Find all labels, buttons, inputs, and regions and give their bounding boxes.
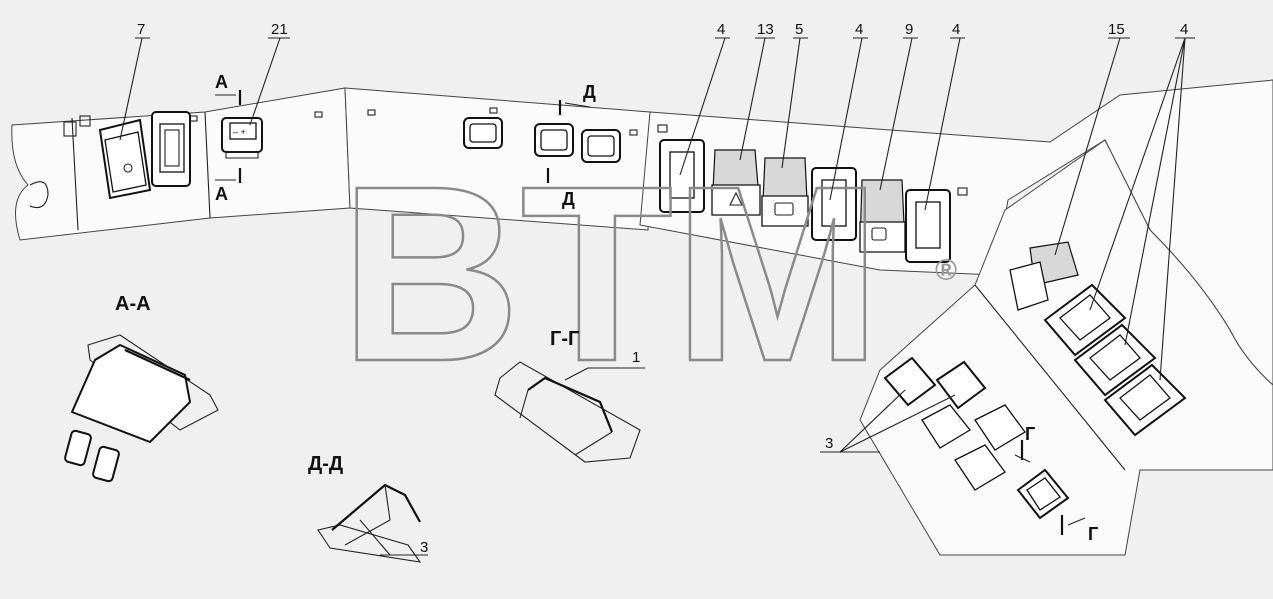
- square-switch-left: [151, 111, 191, 187]
- section-gg-detail: [494, 361, 641, 463]
- callout-9: 9: [905, 21, 913, 38]
- svg-text:– +: – +: [233, 127, 246, 137]
- section-marker-d-top: Д: [583, 82, 596, 102]
- callout-4-b: 4: [855, 21, 863, 38]
- middle-panel: [344, 87, 651, 231]
- section-marker-d-bottom: Д: [562, 189, 575, 209]
- console-buttons: [883, 356, 1070, 520]
- btm-watermark: BTM ®: [339, 133, 957, 415]
- console-switch-4-a: [1043, 283, 1127, 357]
- callout-4-a: 4: [717, 21, 725, 38]
- console-switch-4-b: [1073, 323, 1157, 397]
- watermark-text: BTM: [340, 134, 882, 413]
- section-title-aa: А-А: [115, 293, 151, 315]
- section-marker-lines: [215, 90, 1086, 535]
- switch-4-first: [659, 139, 705, 213]
- switch-9: [859, 179, 906, 253]
- rocker-switch-7: [98, 118, 152, 200]
- callout-5: 5: [795, 21, 803, 38]
- section-marker-a-top: А: [215, 72, 228, 92]
- leader-lines: [119, 37, 1195, 556]
- section-marker-g-top: Г: [1025, 424, 1035, 444]
- callout-13: 13: [757, 21, 774, 38]
- callout-21: 21: [271, 21, 288, 38]
- battery-switch-21: – +: [221, 117, 263, 159]
- switch-4-second: [811, 167, 857, 241]
- watermark-registered: ®: [935, 254, 957, 287]
- callout-3-a: 3: [825, 435, 833, 452]
- callout-1: 1: [632, 349, 640, 366]
- section-marker-a-bottom: А: [215, 184, 228, 204]
- section-marker-g-bottom: Г: [1088, 524, 1098, 544]
- switch-15: [1009, 241, 1079, 311]
- section-title-dd: Д-Д: [308, 453, 343, 475]
- callout-4-c: 4: [952, 21, 960, 38]
- switch-4-third: [905, 189, 951, 263]
- callout-4-d: 4: [1180, 21, 1188, 38]
- section-dd-detail: [317, 483, 422, 563]
- callout-3-b: 3: [420, 539, 428, 556]
- switch-5: [761, 157, 809, 227]
- callout-7: 7: [137, 21, 145, 38]
- console-switch-4-c: [1103, 363, 1187, 437]
- section-title-gg: Г-Г: [550, 328, 579, 350]
- callout-15: 15: [1108, 21, 1125, 38]
- side-console: [859, 139, 1273, 556]
- section-aa-detail: [64, 334, 219, 483]
